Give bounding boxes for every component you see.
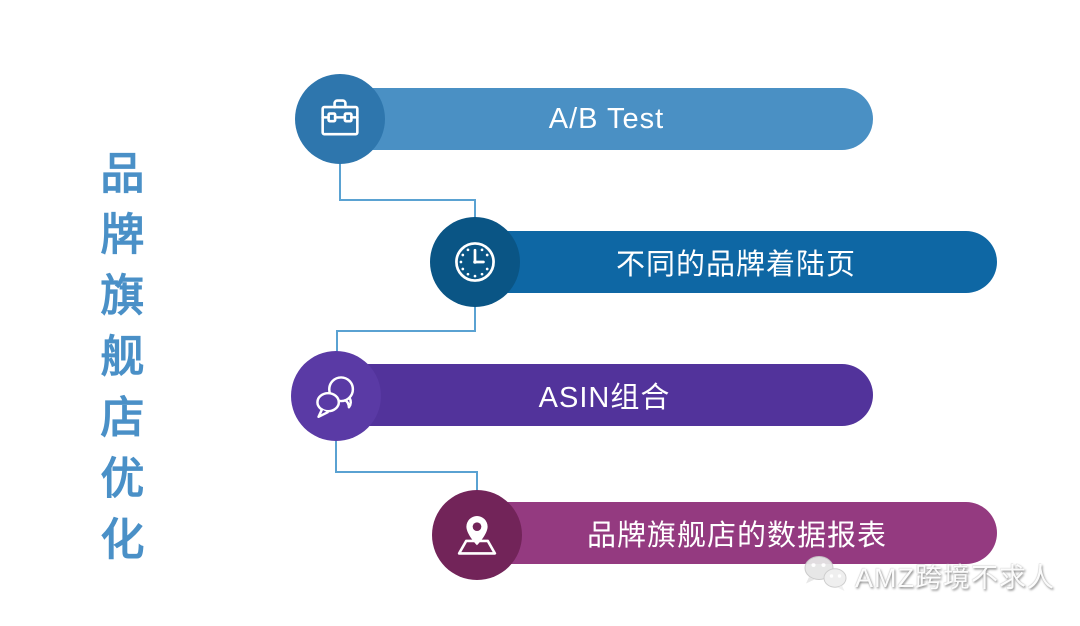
connector-2 — [336, 304, 476, 354]
step-2-bar: 不同的品牌着陆页 — [475, 231, 997, 293]
watermark-text: AMZ跨境不求人 — [855, 562, 1055, 593]
toolbox-icon — [321, 99, 359, 136]
wechat-icon — [804, 556, 847, 591]
connector-3 — [335, 438, 478, 493]
clock-icon — [455, 242, 495, 282]
step-1-circle — [295, 74, 385, 164]
step-4-bar: 品牌旗舰店的数据报表 — [477, 502, 997, 564]
watermark: AMZ跨境不求人 — [800, 552, 1055, 598]
step-3-label: ASIN组合 — [538, 382, 671, 414]
step-3-circle — [291, 351, 381, 441]
step-3-bar: ASIN组合 — [336, 364, 873, 426]
step-2-label: 不同的品牌着陆页 — [615, 249, 856, 281]
step-1-label: A/B Test — [548, 102, 665, 135]
step-4-label: 品牌旗舰店的数据报表 — [586, 520, 887, 552]
step-1-bar: A/B Test — [340, 88, 873, 150]
chat-bubbles-icon — [316, 376, 355, 419]
step-2-circle — [430, 217, 520, 307]
step-4-circle — [432, 490, 522, 580]
map-pin-icon — [457, 516, 497, 555]
vertical-title: 品牌旗舰店优化 — [93, 150, 143, 577]
connector-1 — [339, 160, 476, 221]
